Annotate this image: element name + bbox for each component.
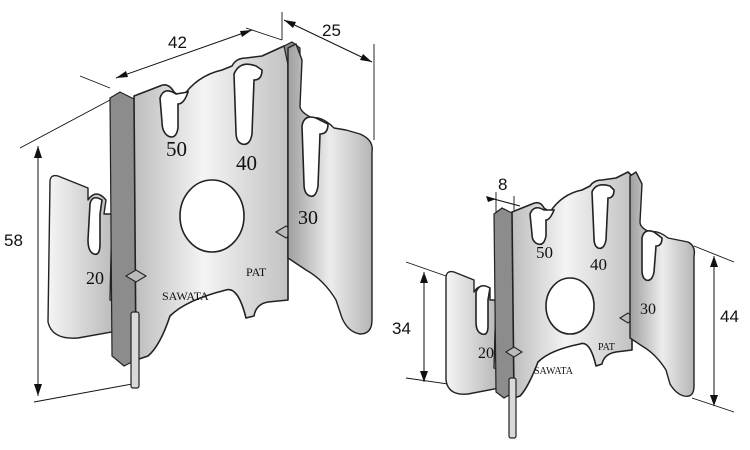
large-depth-dimension: 25: [281, 12, 375, 140]
large-patent-text: PAT: [246, 265, 267, 279]
small-left-height-dimension: 34: [392, 261, 463, 387]
small-front-plate: 50 40 SAWATA PAT: [493, 171, 635, 399]
small-left-wing: 20: [445, 270, 511, 395]
small-slot-label-40: 40: [590, 255, 607, 274]
large-width-value: 42: [168, 33, 187, 52]
small-right-wing: 30: [629, 171, 696, 397]
large-height-value: 58: [4, 231, 23, 250]
small-slot-label-20: 20: [478, 345, 494, 362]
large-left-wing: 20: [47, 174, 135, 339]
small-left-diamond: [504, 346, 524, 358]
small-right-height-value: 44: [720, 307, 739, 326]
large-brand-text: SAWATA: [162, 289, 209, 303]
small-brand-text: SAWATA: [534, 366, 574, 377]
small-right-height-dimension: 44: [691, 245, 739, 413]
small-thickness-value: 8: [498, 175, 507, 194]
large-slot-label-40: 40: [236, 151, 257, 175]
large-width-dimension: 42: [79, 27, 283, 89]
small-patent-text: PAT: [598, 342, 615, 353]
large-height-dimension: 58: [4, 99, 133, 403]
small-thickness-dimension: 8: [486, 175, 521, 212]
small-center-hole: [545, 277, 595, 335]
small-rod: [508, 377, 517, 439]
large-slot-label-20: 20: [86, 268, 104, 288]
small-bracket: 8 34 44 20: [392, 171, 739, 439]
large-rod: [130, 311, 140, 389]
large-left-diamond: [124, 269, 148, 283]
large-slot-label-30: 30: [298, 207, 318, 229]
small-left-height-value: 34: [392, 319, 411, 338]
large-bracket: 42 25 58 20: [4, 12, 375, 403]
large-center-hole: [179, 179, 245, 253]
small-slot-label-30: 30: [640, 301, 656, 318]
large-depth-value: 25: [322, 21, 341, 40]
small-slot-label-50: 50: [536, 243, 553, 262]
large-slot-label-50: 50: [166, 137, 187, 161]
large-right-wing: 30: [283, 41, 373, 335]
large-front-plate: 50 40 SAWATA PAT: [109, 45, 295, 367]
